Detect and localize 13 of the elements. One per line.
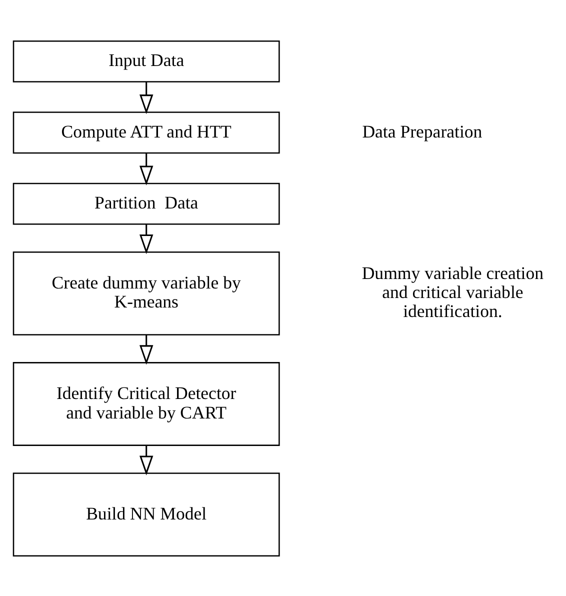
node-box: Input Data <box>12 40 280 82</box>
label: Data Preparation <box>362 120 482 141</box>
node-box: Create dummy variable by K-means <box>12 250 280 335</box>
arrow <box>140 224 154 254</box>
node-box: Build NN Model <box>12 472 280 556</box>
arrow <box>140 334 154 364</box>
node-box: Identify Critical Detector and variable by CART <box>12 362 280 446</box>
arrow <box>140 445 154 475</box>
node-box: Compute ATT and HTT <box>12 111 280 154</box>
arrow <box>140 152 154 185</box>
node-box: Partition Data <box>12 182 280 224</box>
label: Dummy variable creation and critical variable identification. <box>362 262 544 321</box>
arrow <box>140 81 154 114</box>
